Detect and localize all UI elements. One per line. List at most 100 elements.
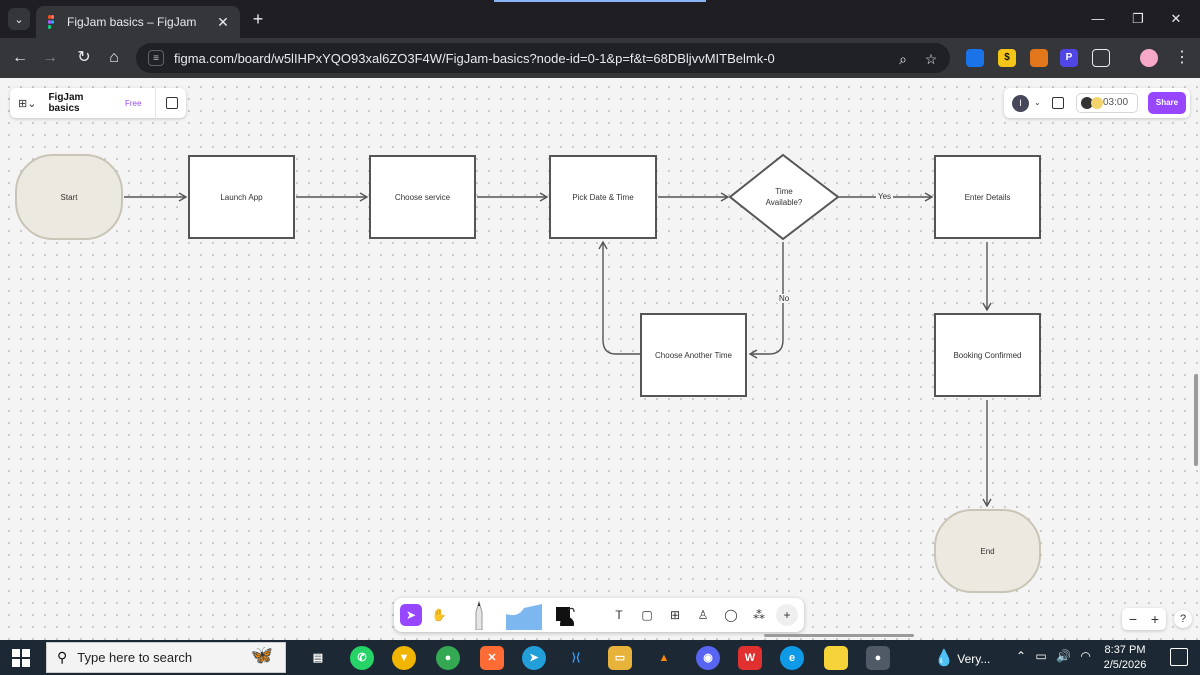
site-info-icon[interactable]: ≡: [148, 50, 164, 66]
share-button[interactable]: Share: [1148, 92, 1186, 114]
windows-start-icon[interactable]: [12, 649, 30, 667]
edge-label-yes[interactable]: Yes: [876, 192, 894, 201]
node-enter-details[interactable]: Enter Details: [934, 155, 1041, 239]
tab-close-icon[interactable]: ✕: [217, 13, 229, 30]
decision-node-shape[interactable]: [728, 153, 840, 241]
node-time-available[interactable]: Time Available?: [758, 184, 810, 210]
hand-icon[interactable]: ✋: [431, 608, 447, 622]
figjam-menu-icon[interactable]: ⊞⌄: [18, 97, 37, 110]
section-icon[interactable]: ▢: [641, 608, 653, 622]
browser-toolbar: ← → ↻ ⌂ ≡ figma.com/board/w5lIHPxYQO93xa…: [0, 38, 1200, 78]
chrome-menu-icon[interactable]: ⋮: [1174, 49, 1190, 66]
arrow-no-anothertime[interactable]: [748, 242, 784, 359]
pen-icon[interactable]: [468, 600, 490, 631]
vlc-icon[interactable]: ▲: [658, 652, 670, 664]
shield-extension-icon[interactable]: [966, 49, 984, 67]
node-time-available-label: Time Available?: [765, 187, 803, 207]
brave-icon[interactable]: ▼: [392, 646, 416, 670]
zoom-out-icon[interactable]: −: [1128, 611, 1138, 627]
ring-extension-icon[interactable]: P: [1060, 49, 1078, 67]
forward-icon[interactable]: →: [42, 49, 58, 66]
sticky-icon[interactable]: [554, 604, 576, 631]
node-choose-service[interactable]: Choose service: [369, 155, 476, 239]
vscode-icon[interactable]: ⟩⟨: [571, 652, 581, 664]
file-explorer-icon[interactable]: ▭: [608, 646, 632, 670]
layout-icon[interactable]: [1052, 97, 1064, 109]
extensions-puzzle-icon[interactable]: [1092, 49, 1110, 67]
dollar-extension-icon[interactable]: $: [998, 49, 1016, 67]
comment-icon[interactable]: ◯: [724, 608, 738, 622]
stamp-icon[interactable]: ♙: [697, 608, 709, 622]
edge-icon[interactable]: e: [780, 646, 804, 670]
tab-title: FigJam basics – FigJam: [67, 15, 197, 29]
task-view-icon[interactable]: ▤: [312, 652, 324, 664]
timer-value: 03:00: [1103, 97, 1129, 108]
node-pick-date-time[interactable]: Pick Date & Time: [549, 155, 657, 239]
help-icon[interactable]: ?: [1174, 610, 1192, 628]
back-icon[interactable]: ←: [12, 49, 28, 66]
fox-extension-icon[interactable]: [1030, 49, 1048, 67]
sticky-notes-icon[interactable]: [824, 646, 848, 670]
taskbar-clock[interactable]: 8:37 PM 2/5/2026: [1096, 643, 1154, 673]
system-tray[interactable]: ⌃ ▭ 🔊 ◠: [1016, 649, 1091, 663]
wifi-icon[interactable]: ◠: [1080, 649, 1091, 663]
reload-icon[interactable]: ↻: [77, 49, 91, 66]
node-end[interactable]: End: [934, 509, 1041, 593]
wps-icon[interactable]: W: [738, 646, 762, 670]
vertical-scrollbar[interactable]: [1194, 374, 1198, 466]
plus-icon[interactable]: +: [776, 604, 798, 626]
telegram-icon[interactable]: ➤: [522, 646, 546, 670]
node-choose-another-time[interactable]: Choose Another Time: [640, 313, 747, 397]
minimize-button[interactable]: —: [1091, 11, 1105, 26]
profile-avatar-icon[interactable]: [1140, 49, 1158, 67]
xampp-icon[interactable]: ✕: [480, 646, 504, 670]
pointer-icon[interactable]: ➤: [400, 604, 422, 626]
node-booking-confirmed[interactable]: Booking Confirmed: [934, 313, 1041, 397]
chevron-up-icon[interactable]: ⌃: [1016, 649, 1027, 663]
zoom-in-icon[interactable]: +: [1150, 611, 1160, 627]
node-pick-date-time-label: Pick Date & Time: [572, 192, 634, 202]
table-icon[interactable]: ⊞: [669, 608, 681, 622]
node-launch-app[interactable]: Launch App: [188, 155, 295, 239]
timer-icon: [1091, 97, 1103, 109]
windows-taskbar: ⚲ Type here to search 🦋 ▤ ✆ ▼ ● ✕ ➤ ⟩⟨ ▭…: [0, 640, 1200, 675]
plan-badge[interactable]: Free: [124, 98, 142, 108]
restore-button[interactable]: ❐: [1132, 11, 1144, 26]
user-avatar[interactable]: I: [1012, 95, 1029, 112]
weather-widget[interactable]: 💧 Very...: [934, 648, 990, 668]
butterfly-icon: 🦋: [250, 645, 273, 665]
battery-icon[interactable]: ▭: [1035, 649, 1047, 663]
discord-icon[interactable]: ◉: [696, 646, 720, 670]
edge-label-no[interactable]: No: [777, 294, 792, 303]
close-window-button[interactable]: ✕: [1170, 11, 1182, 26]
duplicate-icon[interactable]: [166, 97, 178, 109]
avatar-chevron-icon[interactable]: ⌄: [1034, 98, 1041, 107]
horizontal-scrollbar[interactable]: [764, 634, 914, 637]
home-icon[interactable]: ⌂: [109, 49, 119, 66]
tab-figjam[interactable]: FigJam basics – FigJam ✕: [36, 6, 240, 38]
timer-button[interactable]: 03:00: [1076, 93, 1138, 113]
chrome-icon[interactable]: ●: [436, 646, 460, 670]
whatsapp-icon[interactable]: ✆: [350, 646, 374, 670]
chrome-profile-icon[interactable]: ●: [866, 646, 890, 670]
node-start[interactable]: Start: [15, 154, 123, 240]
music-icon: [1081, 97, 1093, 109]
clock-date: 2/5/2026: [1103, 659, 1147, 671]
text-icon[interactable]: T: [615, 608, 623, 622]
arrow-anothertime-pickdate[interactable]: [598, 240, 640, 355]
flow-connectors: [124, 153, 992, 508]
chevron-down-icon: ⌄: [14, 13, 24, 26]
file-name[interactable]: FigJam basics: [48, 92, 84, 114]
more-tools-icon[interactable]: ⁂: [753, 608, 765, 622]
shape-icon[interactable]: [504, 604, 542, 630]
zoom-icon[interactable]: ⌕: [899, 51, 907, 67]
volume-icon[interactable]: 🔊: [1056, 649, 1072, 663]
notification-icon[interactable]: [1170, 648, 1188, 666]
taskbar-search[interactable]: ⚲ Type here to search 🦋: [46, 642, 286, 673]
figjam-canvas[interactable]: ⊞⌄ FigJam basics Free I ⌄ 03:00 Share: [0, 78, 1200, 640]
tab-search-button[interactable]: ⌄: [8, 8, 30, 30]
address-bar[interactable]: ≡ figma.com/board/w5lIHPxYQO93xal6ZO3F4W…: [136, 43, 950, 73]
bookmark-star-icon[interactable]: ☆: [924, 51, 938, 67]
new-tab-button[interactable]: +: [252, 9, 264, 29]
